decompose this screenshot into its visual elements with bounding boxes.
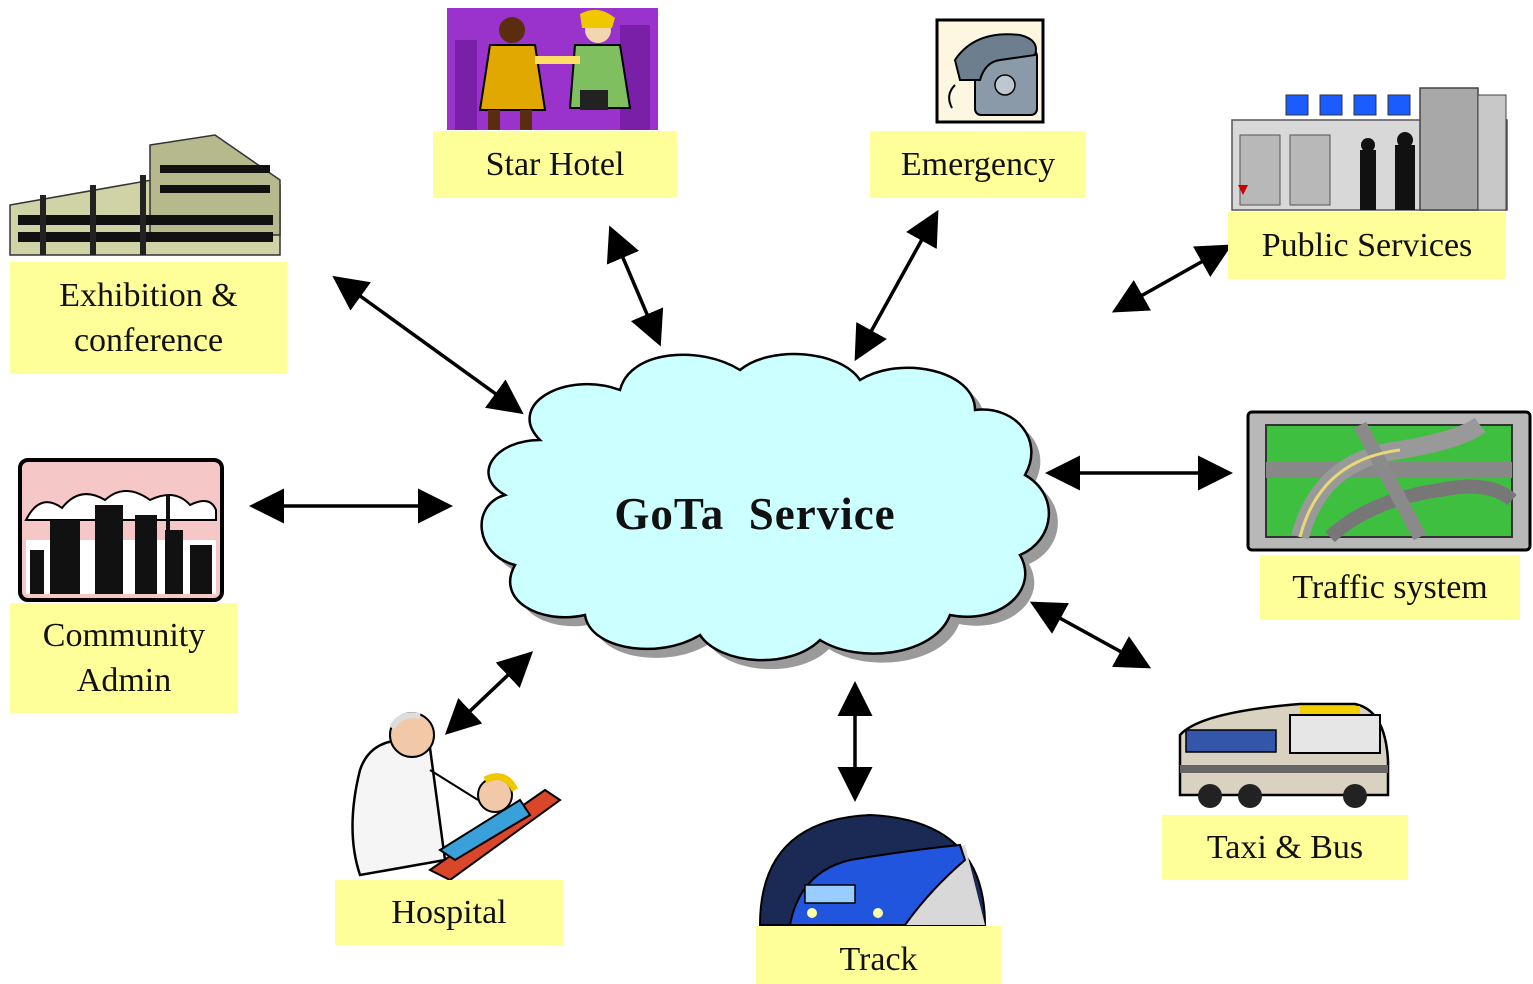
train-tunnel-icon <box>758 813 987 926</box>
highway-interchange-icon <box>1246 410 1532 552</box>
arrow-star-hotel <box>606 225 664 347</box>
taxi-bus-label: Taxi & Bus <box>1162 815 1408 880</box>
exhibition-text-line1: Exhibition & <box>59 277 238 314</box>
computer-servers-icon <box>1231 87 1508 211</box>
exhibition-text-line2: conference <box>73 322 224 359</box>
arrow-exhibition <box>332 275 524 415</box>
arrow-emergency <box>854 209 939 362</box>
gota-service-label: GoTa Service <box>614 489 896 539</box>
bus-icon <box>1178 702 1390 808</box>
arrow-public-services <box>1111 244 1233 313</box>
track-text: Track <box>839 941 918 978</box>
public-services-label: Public Services <box>1228 212 1506 279</box>
arrow-hospital <box>444 651 534 735</box>
hospital-text: Hospital <box>391 894 507 931</box>
city-skyline-icon <box>18 458 224 602</box>
track-label: Track <box>756 926 1001 984</box>
star-hotel-text: Star Hotel <box>485 146 625 183</box>
community-admin-text-line1: Community <box>42 617 206 654</box>
community-admin-text-line2: Admin <box>76 662 172 699</box>
cloud-body <box>480 352 1050 662</box>
arrow-taxi-bus <box>1029 601 1152 669</box>
dentist-patient-icon <box>351 712 562 882</box>
office-building-icon <box>9 134 281 256</box>
star-hotel-label: Star Hotel <box>433 131 677 198</box>
exhibition-label: Exhibition & conference <box>10 262 287 374</box>
cloud <box>480 352 1058 670</box>
taxi-bus-text: Taxi & Bus <box>1206 829 1364 866</box>
public-services-text: Public Services <box>1261 227 1473 264</box>
telephone-icon <box>935 18 1045 124</box>
traffic-system-text: Traffic system <box>1292 569 1488 606</box>
hospital-label: Hospital <box>335 880 563 945</box>
emergency-label: Emergency <box>870 131 1086 198</box>
community-admin-label: Community Admin <box>10 603 238 713</box>
business-handshake-icon <box>447 8 658 130</box>
emergency-text: Emergency <box>900 146 1056 183</box>
traffic-system-label: Traffic system <box>1260 555 1520 620</box>
